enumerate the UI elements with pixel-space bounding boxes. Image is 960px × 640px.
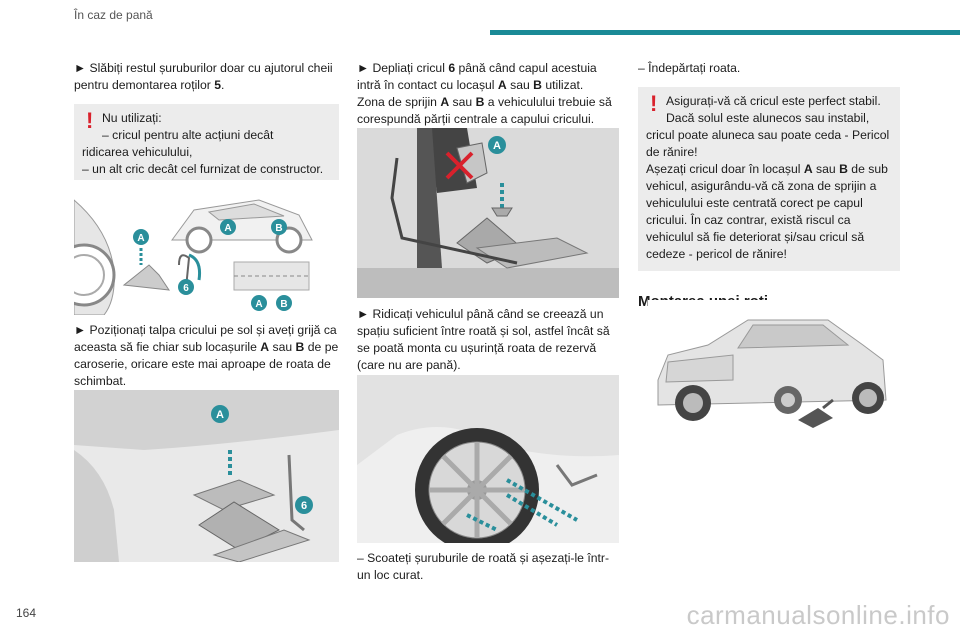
warning-icon: ! — [650, 91, 658, 116]
marker-a-label: A — [137, 233, 144, 244]
step-position-jack: ► Poziționați talpa cricului pe sol și a… — [74, 323, 339, 388]
remove-wheel-bolts-illustration — [357, 375, 619, 543]
section-header: În caz de pană — [74, 8, 153, 22]
marker-b-icon — [271, 219, 287, 235]
step-extend-jack: ► Depliați cricul 6 până când capul aces… — [357, 61, 597, 92]
marker-b-icon — [276, 295, 292, 311]
marker-b-label: B — [275, 223, 282, 234]
watermark-text: carmanualsonline.info — [686, 600, 950, 630]
jack-under-sill-illustration: A 6 — [74, 390, 339, 562]
step-remove-bolts: – Scoateți șuruburile de roată și așezaț… — [357, 551, 609, 582]
marker-a-label: A — [224, 223, 231, 234]
page-number: 164 — [16, 606, 37, 620]
marker-a-icon — [220, 219, 236, 235]
warning-box-jack-stability: ! Asigurați-vă că cricul este perfect st… — [638, 87, 900, 271]
step-remove-wheel: – Îndepărtați roata. — [638, 61, 741, 75]
marker-a-label: A — [493, 140, 501, 152]
marker-a-label: A — [255, 299, 262, 310]
marker-a-icon — [488, 136, 506, 154]
column-2: ► Depliați cricul 6 până când capul aces… — [357, 60, 619, 128]
column-3: – Îndepărtați roata. ! Asigurați-vă că c… — [638, 60, 900, 310]
jack-placement-illustration: A B A 6 A B — [74, 180, 339, 315]
marker-6-icon — [178, 279, 194, 295]
marker-a-icon — [133, 229, 149, 245]
marker-b-label: B — [280, 299, 287, 310]
marker-6-label: 6 — [183, 283, 189, 294]
marker-6-label: 6 — [301, 500, 307, 512]
header-accent-bar — [490, 30, 960, 35]
jack-head-contact-illustration: A — [357, 128, 619, 298]
column-1: ► Slăbiți restul șuruburilor doar cu aju… — [74, 60, 339, 186]
warning-box-jack-usage: ! Nu utilizați: – cricul pentru alte acț… — [74, 104, 339, 186]
step-loosen-bolts: ► Slăbiți restul șuruburilor doar cu aju… — [74, 61, 333, 92]
marker-6-icon — [295, 496, 313, 514]
marker-a-icon — [251, 295, 267, 311]
marker-a-label: A — [216, 409, 224, 421]
step-raise-vehicle: ► Ridicați vehiculul până când se creeaz… — [357, 307, 610, 372]
warning-icon: ! — [86, 108, 94, 133]
marker-a-icon — [211, 405, 229, 423]
car-raised-on-jack-illustration — [648, 300, 890, 435]
